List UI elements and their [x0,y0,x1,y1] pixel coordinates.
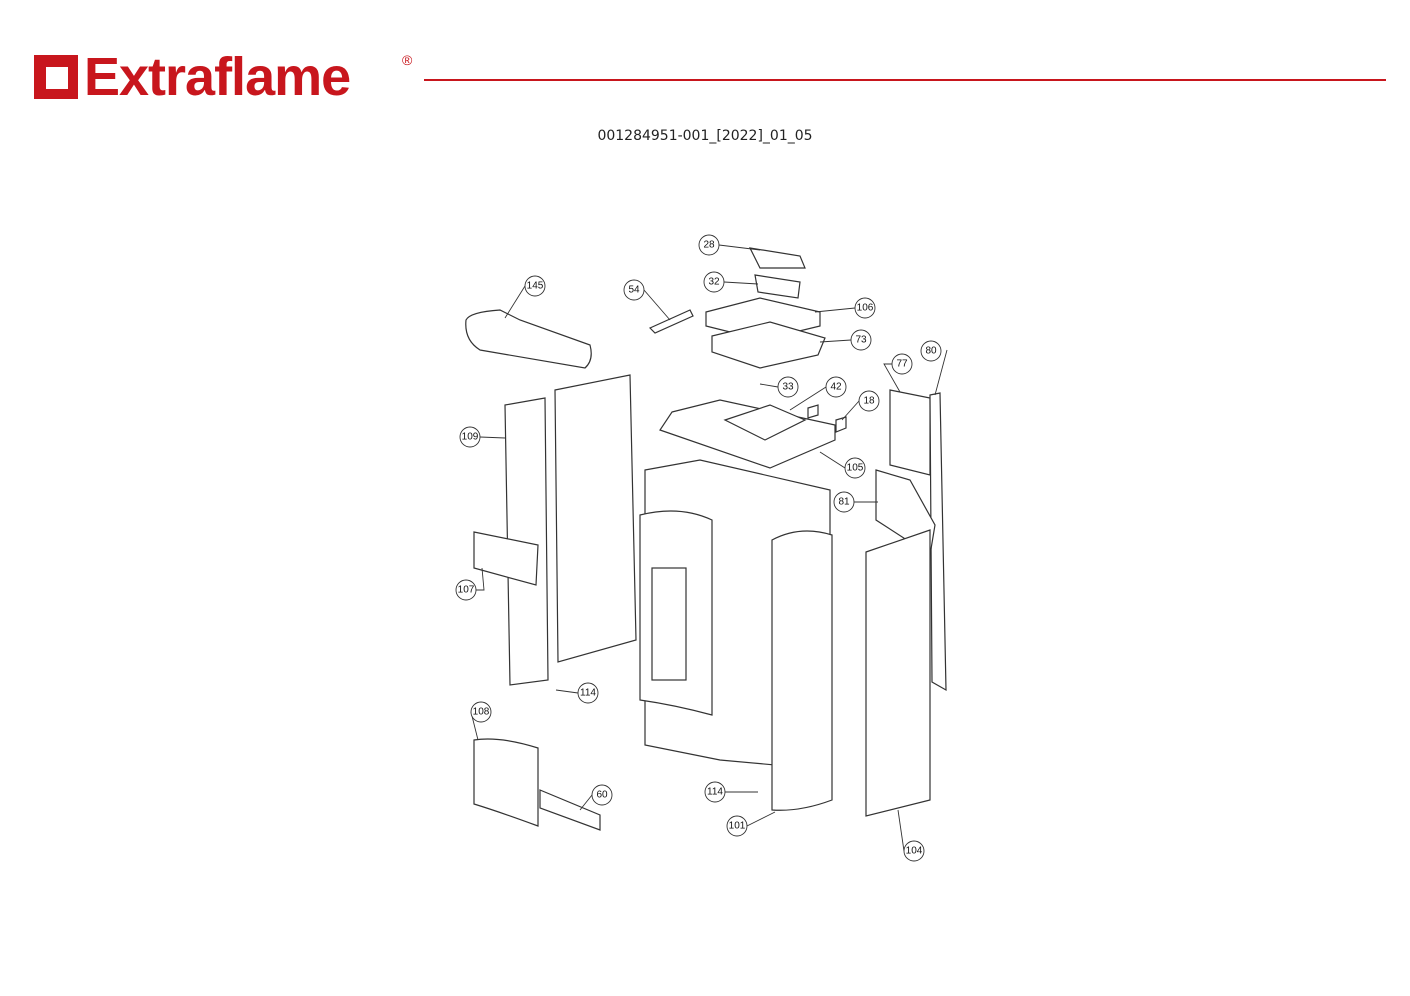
callout-108: 108 [470,701,492,723]
callout-114-right: 114 [704,781,726,803]
callout-42: 42 [825,376,847,398]
brand-name: Extraflame [84,47,351,107]
callout-77: 77 [891,353,913,375]
svg-text:73: 73 [855,335,867,346]
svg-text:32: 32 [708,277,720,288]
svg-text:77: 77 [896,359,908,370]
svg-text:42: 42 [830,382,842,393]
svg-text:28: 28 [703,240,715,251]
document-id: 001284951-001_[2022]_01_05 [597,128,813,144]
svg-text:104: 104 [906,846,923,857]
part-shapes [465,247,947,831]
callout-32: 32 [703,271,725,293]
callout-18: 18 [858,390,880,412]
svg-text:81: 81 [838,497,850,508]
svg-text:60: 60 [596,790,608,801]
callout-80: 80 [920,340,942,362]
callout-33: 33 [777,376,799,398]
svg-text:107: 107 [458,585,475,596]
svg-text:18: 18 [863,396,875,407]
callout-107: 107 [455,579,477,601]
leader-lines [470,244,948,852]
brand-logo: Extraflame [34,47,351,107]
svg-text:108: 108 [473,707,490,718]
svg-text:101: 101 [729,821,746,832]
callout-109: 109 [459,426,481,448]
header-rule [424,79,1386,81]
registered-mark: ® [402,52,413,68]
svg-text:80: 80 [925,346,937,357]
callout-54: 54 [623,279,645,301]
callout-73: 73 [850,329,872,351]
svg-text:114: 114 [707,787,723,798]
svg-text:105: 105 [847,463,864,474]
logo-mark-icon [34,55,78,99]
svg-text:145: 145 [527,281,544,292]
callout-60: 60 [591,784,613,806]
callout-104: 104 [903,840,925,862]
svg-text:106: 106 [857,303,874,314]
callout-101: 101 [726,815,748,837]
callout-28: 28 [698,234,720,256]
callout-145: 145 [524,275,546,297]
svg-text:33: 33 [782,382,794,393]
svg-text:109: 109 [462,432,479,443]
svg-text:114: 114 [580,688,596,699]
callout-105: 105 [844,457,866,479]
callout-114-left: 114 [577,682,599,704]
callout-106: 106 [854,297,876,319]
svg-text:54: 54 [628,285,640,296]
callout-81: 81 [833,491,855,513]
